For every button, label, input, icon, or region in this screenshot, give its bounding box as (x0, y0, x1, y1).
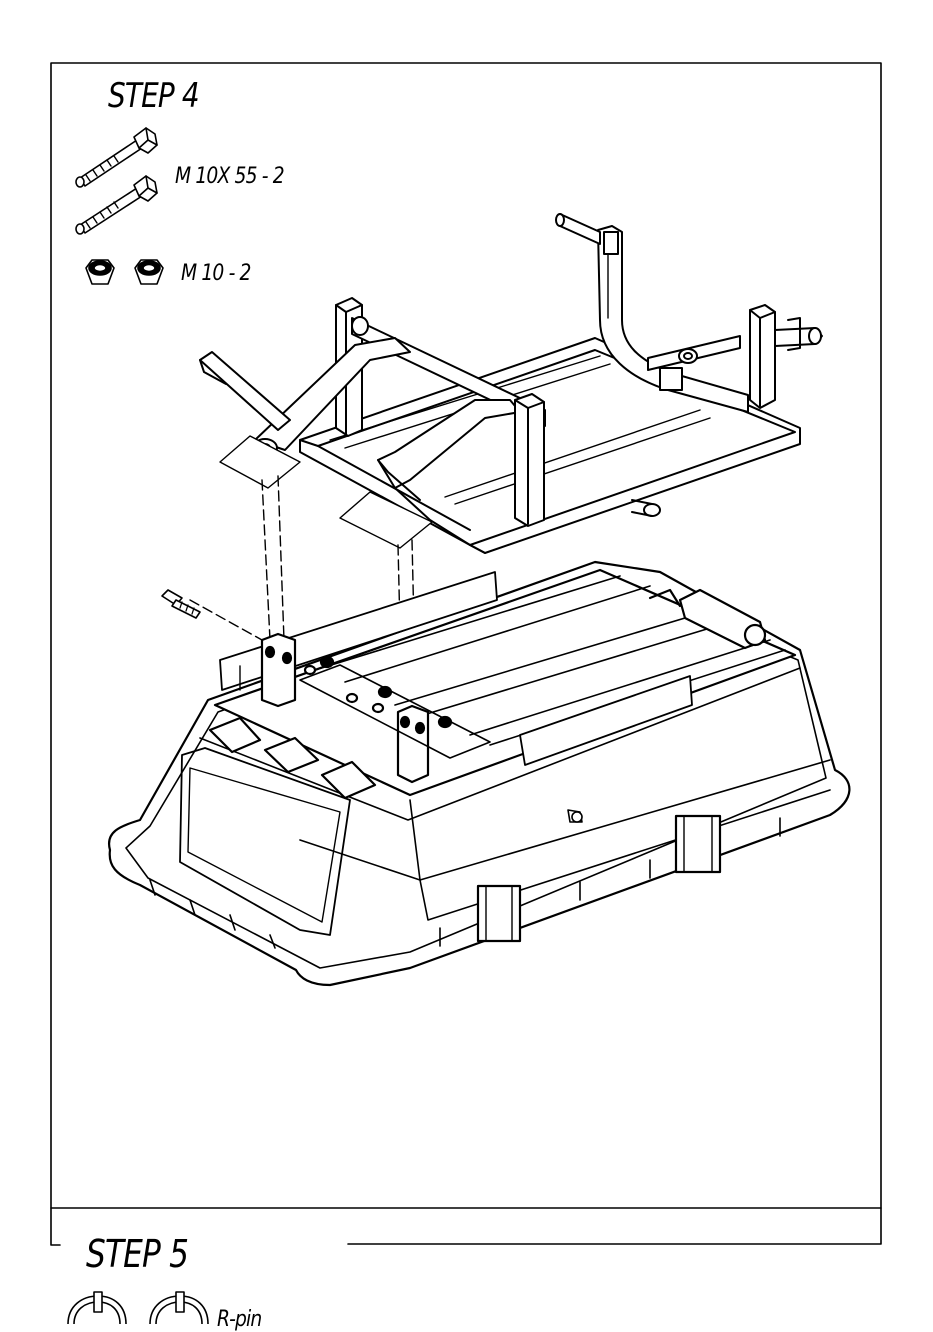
nut-icon (135, 260, 163, 284)
step4-title: STEP 4 (108, 76, 199, 116)
handle-frame-illustration (200, 214, 822, 553)
nut-part-label: M 10 - 2 (181, 261, 251, 286)
r-pin-part-label: R-pin (217, 1307, 261, 1332)
nut-icon (86, 260, 114, 284)
bolt-icon (162, 590, 200, 618)
step5-title: STEP 5 (86, 1232, 188, 1276)
cart-tub-illustration (109, 562, 849, 985)
r-pin-icon (68, 1292, 126, 1324)
bolt-icon (568, 810, 582, 822)
bolt-part-label: M 10X 55 - 2 (175, 164, 284, 189)
r-pin-icon (150, 1292, 208, 1324)
